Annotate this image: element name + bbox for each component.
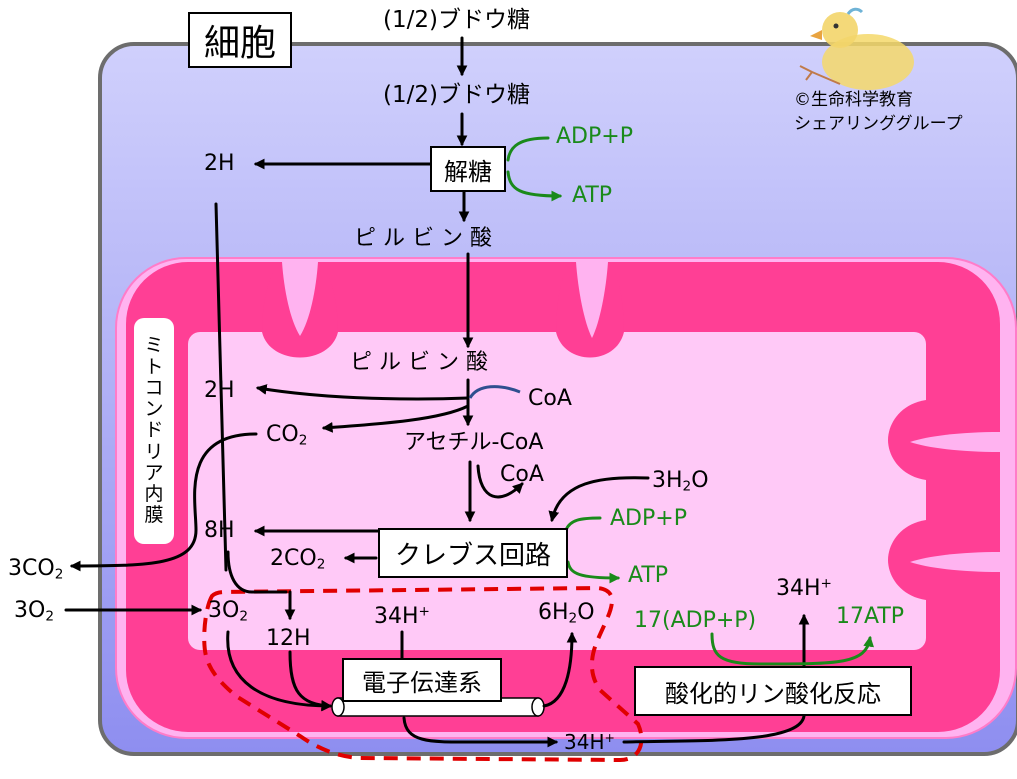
h-line-glycolysis-down — [214, 202, 228, 572]
crista-right-2-inner — [910, 552, 1000, 572]
green-adp-glycolysis — [506, 136, 550, 162]
crista-top-2-inner — [576, 262, 608, 338]
arrow-8h-down — [226, 550, 288, 594]
arrow-o2-to-etc — [226, 630, 333, 712]
pyruvate-label-cyto: ピ ル ビ ン 酸 — [354, 226, 492, 251]
arrow-etc-water — [542, 631, 578, 708]
coa-out-label: CoA — [500, 462, 544, 487]
duck-mascot-icon — [799, 7, 914, 90]
atp-17-label: 17ATP — [836, 604, 905, 629]
inner-membrane-label-char: リ — [144, 440, 164, 463]
inner-membrane-label-char: 膜 — [144, 504, 164, 527]
inner-membrane-label-char: ド — [144, 419, 164, 442]
arrow-etc-34h-bottom — [402, 716, 559, 748]
h-pyruvate-label: 2H — [204, 378, 235, 403]
h12-label: 12H — [266, 626, 311, 651]
arrow-34h-oxphos — [622, 613, 810, 744]
crista-right-2 — [888, 520, 926, 600]
arrow-pyruvate-co2 — [321, 404, 470, 433]
h34-bottom-label: 34H+ — [564, 730, 615, 754]
atp-label-2: ATP — [628, 563, 669, 588]
co2-out-label: 3CO2 — [8, 556, 64, 583]
cell-title: 細胞 — [188, 12, 292, 68]
acetyl-coa-label: アセチル-CoA — [404, 430, 544, 455]
inner-membrane-label: ミトコンドリア内膜 — [134, 318, 174, 544]
o2-mito-label: 3O2 — [208, 598, 248, 625]
green-adp-krebs — [564, 516, 602, 532]
water-in-label: 3H2O — [652, 468, 709, 495]
glucose-label-cell: (1/2)ブドウ糖 — [383, 82, 530, 108]
inner-membrane-label-char: ア — [144, 461, 164, 484]
arrow-12h-to-etc — [288, 650, 333, 711]
arrow-pyruvate-2h — [255, 384, 470, 401]
inner-membrane-label-char: ミ — [144, 334, 164, 357]
h34-right-label: 34H+ — [776, 575, 832, 601]
inner-membrane-label-char: コ — [144, 376, 164, 399]
o2-in-label: 3O2 — [14, 598, 54, 625]
etc-tube-icon — [331, 697, 545, 717]
coa-in-label: CoA — [528, 386, 572, 411]
h-glycolysis-label: 2H — [204, 151, 235, 176]
glucose-label-top: (1/2)ブドウ糖 — [383, 7, 530, 33]
crista-top-1-inner — [282, 262, 318, 336]
crista-right-1 — [888, 400, 926, 480]
arrow-coa-release — [476, 464, 524, 499]
inner-membrane-label-char: 内 — [144, 483, 164, 506]
krebs-cycle-box: クレブス回路 — [378, 528, 568, 578]
co2-label-2: 2CO2 — [270, 546, 326, 573]
atp-label-1: ATP — [572, 183, 613, 208]
crista-right-1-inner — [910, 432, 1000, 452]
oxidative-phosphorylation-box: 酸化的リン酸化反応 — [634, 666, 912, 716]
h-krebs-label: 8H — [204, 518, 235, 543]
inner-membrane-label-char: ン — [144, 398, 164, 421]
co2-label-1: CO2 — [266, 422, 308, 449]
adp-p-label-1: ADP+P — [556, 124, 633, 149]
h34-top-label: 34H+ — [374, 603, 430, 629]
glycolysis-box: 解糖 — [430, 146, 506, 192]
inner-membrane-label-char: ト — [144, 355, 164, 378]
credit-line-2: シェアリンググループ — [794, 114, 963, 134]
green-atp-oxphos — [758, 635, 875, 666]
co2-line-out — [69, 432, 258, 572]
arrow-water-in — [548, 476, 650, 523]
green-atp-krebs — [566, 560, 621, 584]
green-atp-glycolysis — [506, 170, 563, 202]
adp-p-17-label: 17(ADP+P) — [634, 608, 757, 633]
mitochondrion-matrix — [188, 332, 926, 650]
green-adp-oxphos — [710, 632, 762, 666]
coa-curve — [468, 385, 521, 399]
adp-p-label-2: ADP+P — [610, 506, 687, 531]
electron-transport-box: 電子伝達系 — [342, 658, 502, 702]
etc-dashed-boundary — [202, 585, 644, 763]
credit-line-1: ©生命科学教育 — [794, 90, 913, 110]
pyruvate-label-mito: ピ ル ビ ン 酸 — [350, 350, 488, 375]
water-out-label: 6H2O — [538, 600, 595, 627]
